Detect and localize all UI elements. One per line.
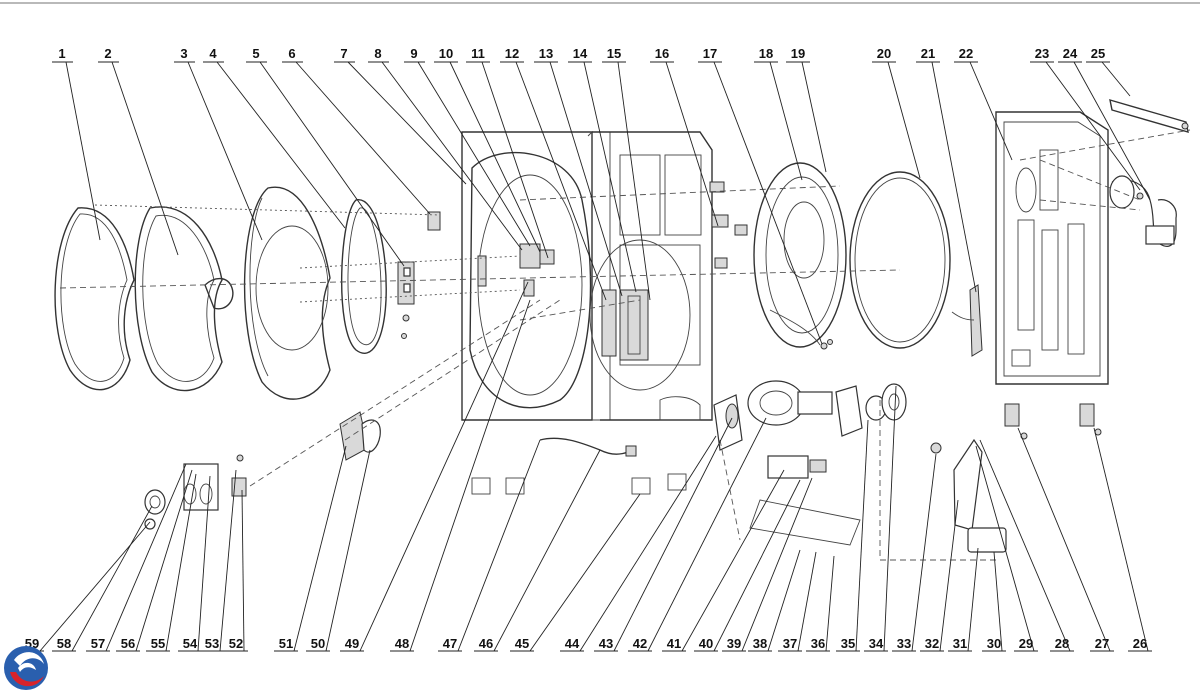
part-back-panel <box>995 111 1109 385</box>
callout-label: 34 <box>869 636 884 651</box>
callout-label: 54 <box>183 636 198 651</box>
callout-label: 11 <box>471 46 485 61</box>
callout-label: 23 <box>1035 46 1049 61</box>
callout-label: 13 <box>539 46 553 61</box>
callout-label: 12 <box>505 46 519 61</box>
callout-label: 4 <box>209 46 217 61</box>
part-small-pads <box>471 473 687 495</box>
part-control-knob <box>144 454 247 530</box>
callout-label: 21 <box>921 46 935 61</box>
part-wire-harness <box>769 309 833 350</box>
top-callouts: 1 2 3 4 5 6 7 8 9 10 11 12 13 14 15 16 1 <box>52 46 1151 345</box>
callout-label: 35 <box>841 636 855 651</box>
callout-label: 24 <box>1063 46 1078 61</box>
callout-label: 46 <box>479 636 493 651</box>
callout-label: 1 <box>58 46 65 61</box>
callout-label: 17 <box>703 46 717 61</box>
callout-label: 20 <box>877 46 891 61</box>
callout-label: 33 <box>897 636 911 651</box>
callout-label: 49 <box>345 636 359 651</box>
part-brackets <box>709 181 748 269</box>
parts-drawing <box>54 99 1191 561</box>
callout-label: 50 <box>311 636 325 651</box>
part-control-board <box>589 239 691 391</box>
callout-label: 53 <box>205 636 219 651</box>
part-door-inner-panel <box>243 186 331 400</box>
callout-label: 42 <box>633 636 647 651</box>
part-door-frame <box>134 206 234 392</box>
callout-label: 31 <box>953 636 967 651</box>
callout-label: 37 <box>783 636 797 651</box>
part-top-rod <box>1109 99 1189 133</box>
callout-label: 10 <box>439 46 453 61</box>
callout-label: 40 <box>699 636 713 651</box>
part-door-glass <box>340 199 387 354</box>
callout-label: 43 <box>599 636 613 651</box>
callout-label: 8 <box>374 46 381 61</box>
callout-label: 41 <box>667 636 681 651</box>
part-door-lock <box>477 243 555 297</box>
callout-label: 44 <box>565 636 580 651</box>
part-exhaust-duct <box>1109 175 1177 247</box>
part-lint-filter <box>339 411 381 461</box>
callout-label: 39 <box>727 636 741 651</box>
callout-label: 26 <box>1133 636 1147 651</box>
callout-label: 9 <box>410 46 417 61</box>
part-motor-blower <box>713 380 907 546</box>
brand-swirl-icon <box>4 646 48 690</box>
callout-label: 55 <box>151 636 165 651</box>
part-drum-seal <box>849 171 951 349</box>
callout-label: 6 <box>288 46 295 61</box>
part-pump-assembly <box>930 438 1007 553</box>
callout-label: 38 <box>753 636 767 651</box>
part-door-outer-ring <box>54 207 135 391</box>
part-feet <box>1004 403 1102 440</box>
callout-label: 58 <box>57 636 71 651</box>
bottom-callouts: 59 58 57 56 55 54 53 52 51 50 49 48 47 4… <box>20 281 1152 652</box>
callout-label: 32 <box>925 636 939 651</box>
callout-label: 16 <box>655 46 669 61</box>
callout-label: 57 <box>91 636 105 651</box>
callout-label: 30 <box>987 636 1001 651</box>
part-drum-bulkhead <box>753 162 847 348</box>
callout-label: 2 <box>104 46 111 61</box>
callout-label: 7 <box>340 46 347 61</box>
callout-label: 14 <box>573 46 588 61</box>
part-rear-bracket <box>951 284 983 357</box>
callout-label: 56 <box>121 636 135 651</box>
callout-label: 45 <box>515 636 529 651</box>
callout-label: 15 <box>607 46 621 61</box>
callout-label: 25 <box>1091 46 1105 61</box>
callout-label: 29 <box>1019 636 1033 651</box>
callout-label: 36 <box>811 636 825 651</box>
callout-label: 3 <box>180 46 187 61</box>
callout-label: 52 <box>229 636 243 651</box>
part-power-cord <box>539 437 637 457</box>
part-door-hinge <box>397 211 441 339</box>
explode-lines <box>59 129 1191 561</box>
callout-label: 48 <box>395 636 409 651</box>
callout-label: 47 <box>443 636 457 651</box>
callout-label: 19 <box>791 46 805 61</box>
callout-label: 5 <box>252 46 259 61</box>
callout-label: 51 <box>279 636 293 651</box>
callout-label: 22 <box>959 46 973 61</box>
callout-label: 18 <box>759 46 773 61</box>
